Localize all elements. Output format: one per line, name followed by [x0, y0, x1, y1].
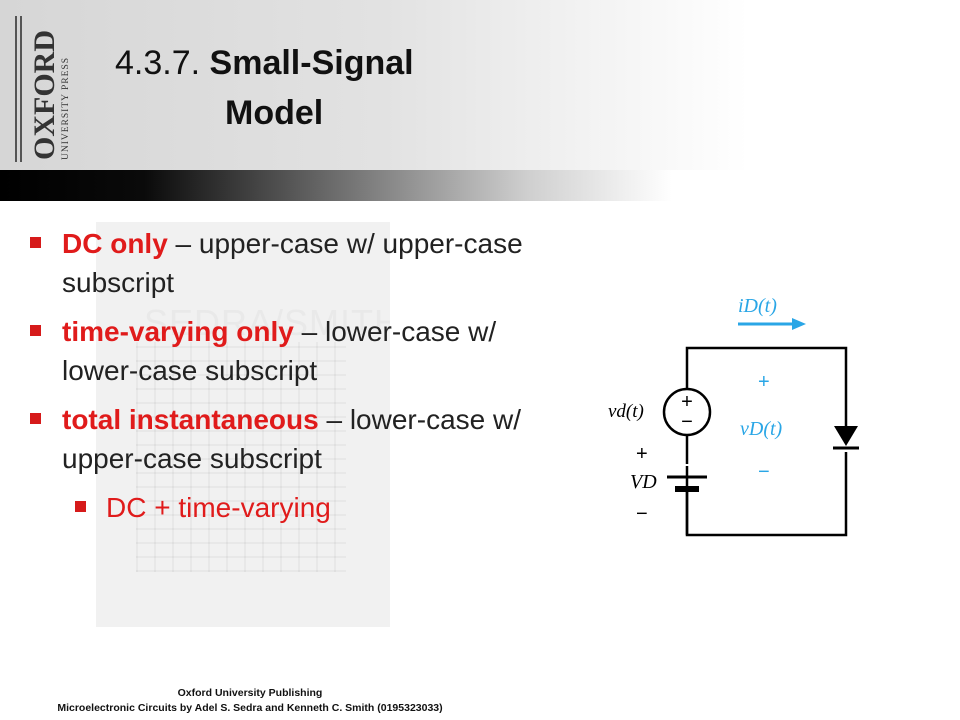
bullet-item: time-varying only – lower-case w/ lower-… — [30, 312, 570, 390]
source-minus: − — [681, 411, 693, 433]
title-number: 4.3.7. — [115, 44, 201, 82]
book-cover-watermark: SEDRA/SMITH — [96, 222, 390, 627]
diode-minus: − — [758, 461, 770, 483]
footer-line1: Oxford University Publishing — [177, 687, 323, 699]
bullet-text: – lower-case w/ lower-case subscript — [62, 316, 497, 386]
bullet-item: total instantaneous – lower-case w/ uppe… — [30, 400, 570, 478]
bullet-highlight: DC only — [62, 228, 168, 259]
header-divider-bar — [0, 170, 960, 201]
footer-line2: Microelectronic Circuits by Adel S. Sedr… — [57, 702, 443, 714]
source-label: vd(t) — [608, 401, 644, 422]
source-plus: + — [681, 391, 693, 413]
bullet-list: DC only – upper-case w/ upper-case subsc… — [30, 224, 570, 527]
current-label: iD(t) — [738, 295, 777, 317]
circuit-diagram: iD(t) + − vd(t) + VD − + vD(t) − — [608, 295, 859, 537]
sub-bullet-text: DC + time-varying — [106, 492, 331, 523]
dc-label: VD — [630, 471, 657, 493]
bullet-marker-icon — [30, 413, 41, 424]
footer: Oxford University Publishing Microelectr… — [0, 686, 500, 716]
title-line2: Model — [225, 94, 324, 132]
logo-sub-text: UNIVERSITY PRESS — [61, 57, 71, 160]
title-line1: Small-Signal — [209, 44, 414, 82]
logo-brand-text: OXFORD — [28, 30, 61, 160]
bullet-highlight: total instantaneous — [62, 404, 319, 435]
book-cover-text: SEDRA/SMITH — [144, 302, 390, 343]
bullet-text: – lower-case w/ upper-case subscript — [62, 404, 521, 474]
dc-plus: + — [636, 443, 648, 465]
diode-plus: + — [758, 371, 770, 393]
diode-voltage-label: vD(t) — [740, 418, 783, 440]
sub-bullet-item: DC + time-varying — [30, 488, 570, 527]
header-background — [0, 0, 960, 170]
dc-minus: − — [636, 503, 648, 525]
bullet-marker-icon — [75, 501, 86, 512]
bullet-highlight: time-varying only — [62, 316, 294, 347]
diode-icon — [834, 426, 858, 446]
page-title: 4.3.7. Small-Signal Model — [115, 38, 535, 138]
wire-top — [685, 346, 848, 426]
book-cover-pattern — [136, 342, 346, 572]
bullet-item: DC only – upper-case w/ upper-case subsc… — [30, 224, 570, 302]
current-arrow-head-icon — [792, 318, 806, 330]
oxford-logo: OXFORD UNIVERSITY PRESS — [15, 16, 71, 162]
ac-source-icon — [662, 387, 712, 437]
bullet-marker-icon — [30, 325, 41, 336]
bullet-marker-icon — [30, 237, 41, 248]
bullet-text: – upper-case w/ upper-case subscript — [62, 228, 523, 298]
